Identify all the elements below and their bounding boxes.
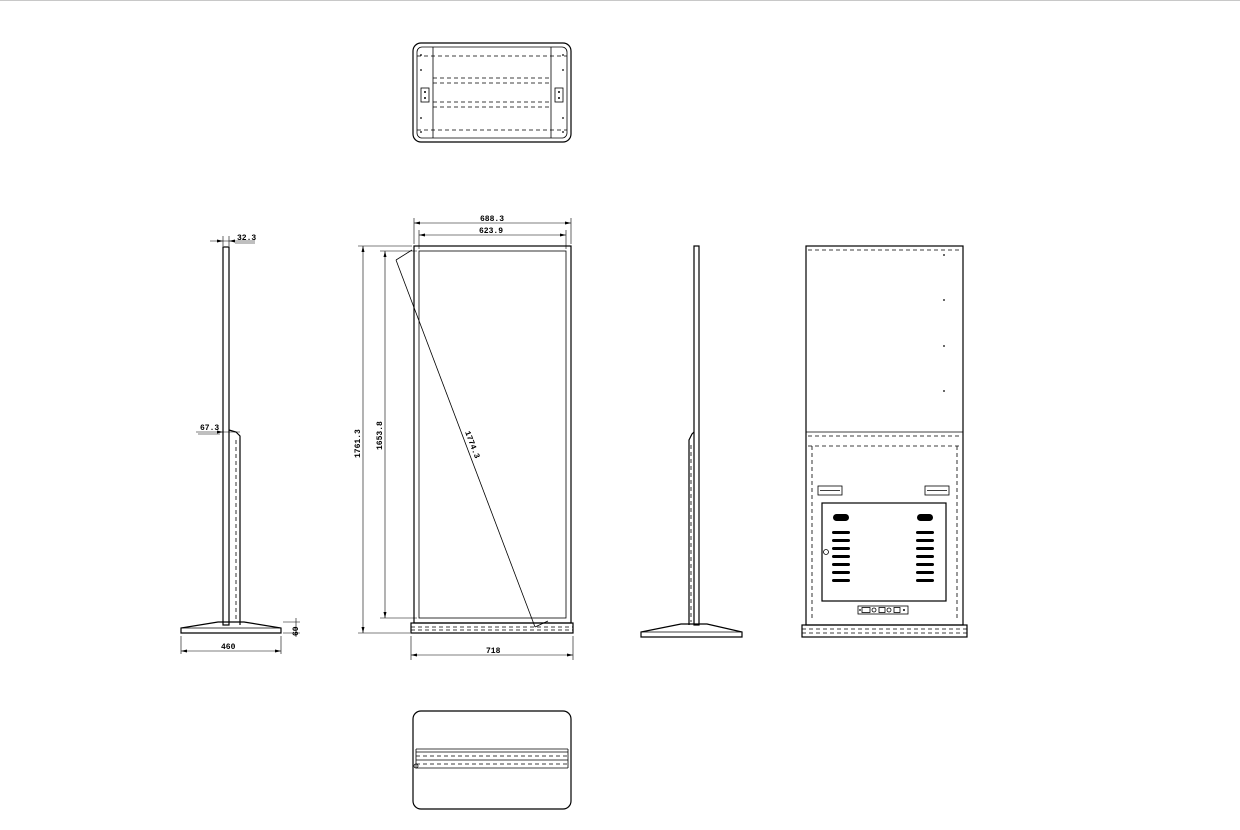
front-view	[395, 245, 574, 634]
left-side-dimensions	[180, 236, 300, 654]
left-side-view	[180, 246, 282, 634]
dim-screen-height: 1653.8	[376, 421, 385, 450]
rear-io-panel	[857, 605, 909, 615]
dim-diagonal: 1774.3	[462, 430, 481, 460]
dim-overall-width-top: 688.3	[480, 215, 504, 224]
rear-view	[801, 245, 968, 638]
dim-base-height: 60	[292, 626, 301, 636]
dim-screen-width: 623.9	[479, 227, 503, 236]
dim-base-depth: 460	[221, 643, 236, 652]
dim-overall-height: 1761.3	[354, 429, 363, 458]
top-plan-view	[412, 42, 572, 143]
rear-vents-right	[916, 531, 934, 582]
right-side-view	[640, 245, 743, 638]
top-border-line	[0, 0, 1240, 1]
dim-depth-top: 32.3	[237, 234, 256, 243]
front-dimensions	[358, 218, 574, 660]
rear-vents-left	[832, 531, 850, 582]
dim-base-width: 718	[486, 647, 501, 656]
dim-depth-mid: 67.3	[200, 424, 219, 433]
bottom-plan-view	[412, 710, 572, 810]
